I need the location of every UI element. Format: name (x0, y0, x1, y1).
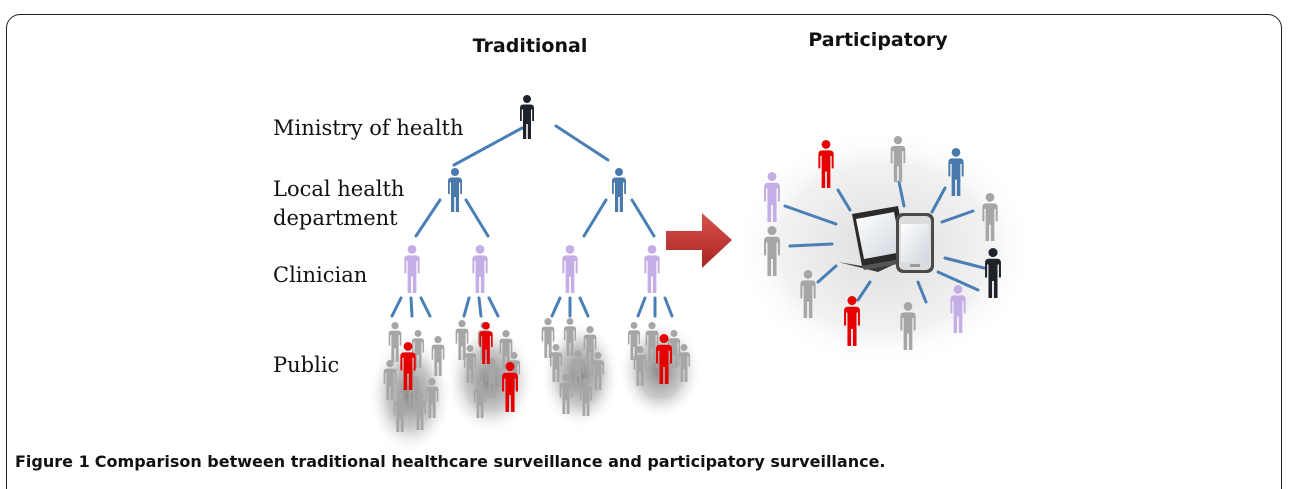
ministry-person-icon (985, 248, 1001, 298)
connector-line (487, 296, 500, 318)
connector-line (930, 186, 947, 214)
clinician-person-icon (644, 245, 660, 293)
connector-line (554, 124, 610, 162)
connector-line (462, 296, 471, 318)
participatory-title: Participatory (808, 29, 948, 51)
public-person-icon (463, 345, 477, 383)
public-person-icon (559, 374, 573, 414)
infected-person-icon (818, 140, 834, 188)
public-person-icon (413, 392, 427, 430)
infected-person-icon (844, 296, 860, 346)
public-label: Public (273, 353, 339, 377)
public-person-icon (627, 322, 641, 360)
connector-line (856, 280, 872, 302)
clinician-person-icon (950, 285, 966, 333)
public-person-icon (563, 318, 577, 356)
connector-line (582, 198, 608, 238)
infected-person-icon (400, 342, 416, 390)
caption-text: Comparison between traditional healthcar… (94, 452, 886, 471)
connector-line (414, 198, 442, 238)
public-person-icon (541, 318, 555, 358)
public-person-icon (473, 380, 487, 418)
ministry-of-health-label: Ministry of health (273, 116, 464, 140)
figure-label: Figure 1 (15, 452, 90, 471)
connector-line (943, 256, 986, 270)
connector-line (897, 180, 906, 208)
connector-line (578, 296, 590, 318)
connector-line (783, 204, 838, 226)
clinician-person-icon (404, 245, 420, 293)
public-person-icon (571, 350, 585, 390)
public-person-icon (645, 322, 659, 362)
connector-line (630, 198, 656, 238)
connector-line (940, 209, 975, 224)
laptop-icon (838, 206, 910, 272)
public-person-icon (890, 136, 906, 182)
infected-person-icon (656, 334, 672, 384)
clinician-person-icon (472, 245, 488, 293)
public-person-icon (388, 322, 402, 362)
smartphone-icon (896, 213, 934, 273)
connector-line (636, 296, 647, 318)
connector-lines (390, 124, 986, 318)
public-person-icon (549, 344, 563, 382)
public-person-icon (383, 360, 397, 400)
public-person-icon (579, 378, 593, 416)
public-person-icon (425, 378, 439, 418)
connector-line (816, 264, 838, 284)
connector-line (663, 296, 674, 318)
connector-line (836, 188, 852, 212)
public-person-icon (633, 346, 647, 386)
public-person-icon (431, 336, 445, 376)
clinician-person-icon (764, 172, 780, 222)
infected-person-icon (479, 322, 493, 364)
public-person-icon (583, 326, 597, 366)
public-person-icon (982, 193, 998, 241)
connector-line (419, 296, 432, 318)
connector-line (409, 296, 414, 318)
public-person-icon (677, 344, 691, 382)
arrow-right-icon (666, 213, 732, 268)
clinician-label: Clinician (273, 263, 367, 287)
public-person-icon (393, 392, 407, 432)
infected-person-icon (502, 362, 518, 412)
connector-line (936, 270, 980, 292)
traditional-title: Traditional (473, 35, 588, 57)
local-health-label-line1: Local health (273, 177, 404, 201)
connector-line (550, 296, 562, 318)
figure-caption: Figure 1 Comparison between traditional … (15, 452, 886, 471)
local-health-label-line2: department (273, 206, 398, 230)
connector-line (464, 198, 490, 238)
public-person-icon (485, 358, 499, 398)
local-health-person-icon (612, 168, 626, 212)
ministry-person-icon (520, 95, 534, 139)
public-person-icon (800, 270, 816, 318)
connector-line (916, 280, 928, 304)
connector-line (788, 242, 834, 248)
public-person-icon (900, 302, 916, 350)
public-person-icon (591, 352, 605, 390)
connector-line (390, 296, 403, 318)
connector-line (477, 296, 483, 318)
public-person-icon (455, 320, 469, 360)
clinician-person-icon (562, 245, 578, 293)
public-person-icon (764, 226, 780, 276)
local-health-person-icon (448, 168, 462, 212)
connector-line (452, 126, 524, 167)
local-health-person-icon (948, 148, 964, 196)
figure-frame (6, 14, 1282, 489)
